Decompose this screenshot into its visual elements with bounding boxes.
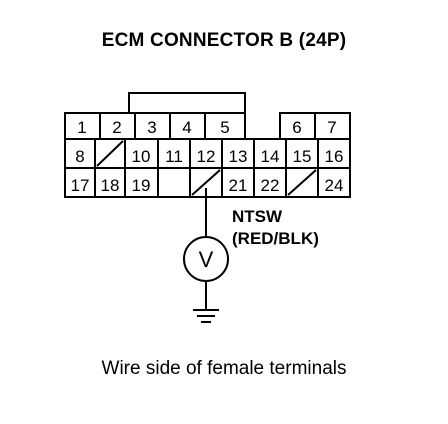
empty-cavity-marks bbox=[96, 140, 317, 196]
terminal-17: 17 bbox=[71, 176, 90, 195]
ground-icon bbox=[193, 309, 219, 323]
connector-row-1 bbox=[64, 112, 351, 140]
voltmeter-icon: V bbox=[183, 236, 229, 282]
terminal-15: 15 bbox=[293, 147, 312, 166]
terminal-4: 4 bbox=[182, 118, 191, 137]
terminal-10: 10 bbox=[132, 147, 151, 166]
terminal-6: 6 bbox=[292, 118, 301, 137]
terminal-13: 13 bbox=[229, 147, 248, 166]
terminal-1: 1 bbox=[77, 118, 86, 137]
terminal-12: 12 bbox=[197, 147, 216, 166]
terminal-8: 8 bbox=[75, 147, 84, 166]
terminal-11: 11 bbox=[165, 147, 183, 166]
terminal-16: 16 bbox=[325, 147, 344, 166]
wire-color: (RED/BLK) bbox=[232, 229, 319, 248]
net-name: NTSW bbox=[232, 207, 283, 226]
terminal-7: 7 bbox=[327, 118, 336, 137]
terminal-14: 14 bbox=[261, 147, 280, 166]
terminal-21: 21 bbox=[229, 176, 248, 195]
terminal-2: 2 bbox=[112, 118, 121, 137]
cavity-23-slash bbox=[287, 169, 317, 196]
wire-label: NTSW (RED/BLK) bbox=[232, 206, 319, 250]
connector-lock-tab bbox=[128, 92, 246, 113]
connector-title: ECM CONNECTOR B (24P) bbox=[101, 30, 347, 51]
terminal-24: 24 bbox=[325, 176, 344, 195]
terminal-5: 5 bbox=[220, 118, 229, 137]
terminal-3: 3 bbox=[147, 118, 156, 137]
terminal-22: 22 bbox=[261, 176, 280, 195]
cavity-9-slash bbox=[96, 140, 124, 167]
voltmeter-label: V bbox=[199, 247, 214, 272]
terminal-18: 18 bbox=[101, 176, 120, 195]
connector-body bbox=[64, 138, 351, 198]
diagram-caption: Wire side of female terminals bbox=[101, 358, 347, 379]
cavity-20-slash bbox=[191, 169, 221, 196]
terminal-19: 19 bbox=[132, 176, 151, 195]
